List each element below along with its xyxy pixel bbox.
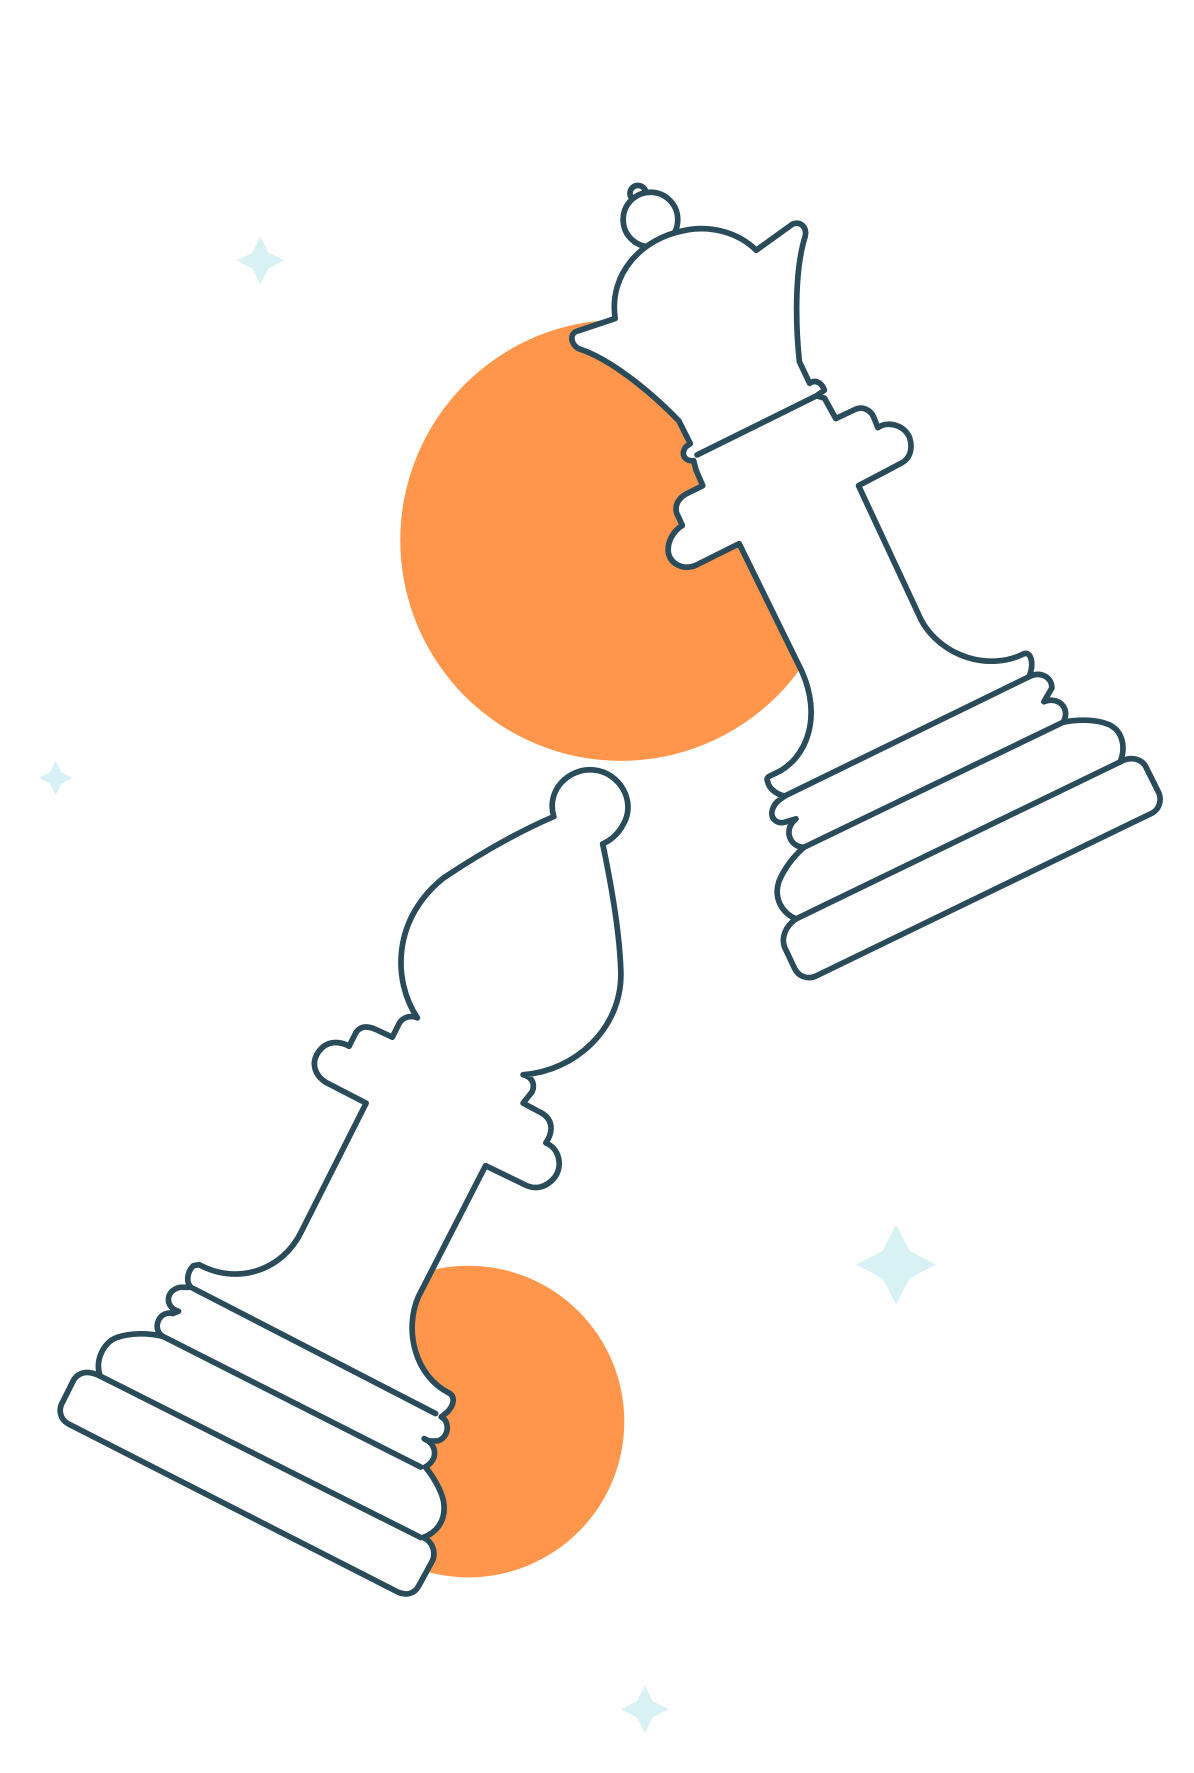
sparkle-icon [856, 1224, 936, 1305]
sparkle-icon [38, 760, 73, 795]
sparkle-icon [620, 1685, 669, 1734]
sparkle-icon [236, 236, 285, 285]
queen-piece-icon [569, 182, 1163, 981]
pawn-piece-icon [57, 767, 631, 1597]
